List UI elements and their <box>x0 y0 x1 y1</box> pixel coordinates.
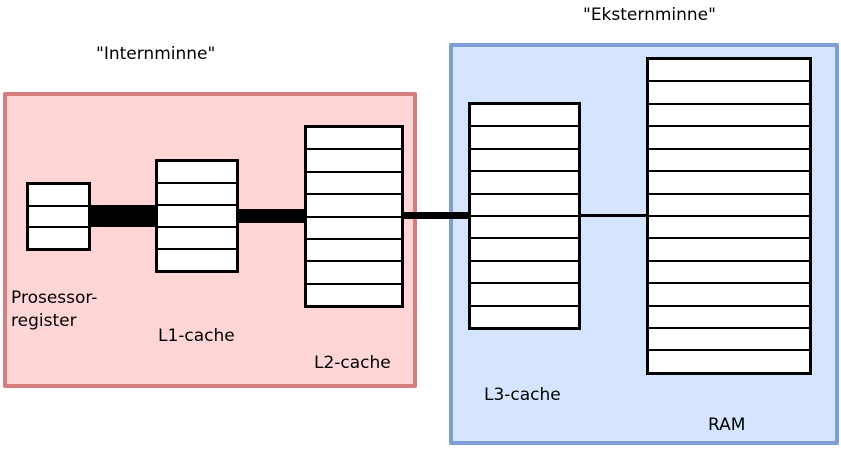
ram-label: RAM <box>708 415 746 435</box>
memory-row <box>471 215 578 238</box>
memory-row <box>649 214 809 238</box>
memory-row <box>471 304 578 328</box>
memory-row <box>649 259 809 283</box>
memory-row <box>649 102 809 126</box>
memory-row <box>307 282 401 305</box>
memory-row <box>307 128 401 149</box>
memory-row <box>471 282 578 305</box>
memory-row <box>471 259 578 283</box>
internal-memory-title: "Internminne" <box>96 44 216 64</box>
memory-row <box>29 204 88 227</box>
memory-row <box>307 170 401 194</box>
memory-row <box>649 282 809 305</box>
processor-registers-label: Prosessor- register <box>11 288 98 331</box>
l2-cache-label: L2-cache <box>314 353 391 373</box>
link-l2-l3 <box>402 212 470 219</box>
memory-row <box>307 237 401 261</box>
link-l1-l2 <box>237 209 306 223</box>
memory-row <box>307 215 401 238</box>
memory-row <box>649 327 809 350</box>
l3-cache-block <box>468 102 581 330</box>
memory-row <box>649 147 809 171</box>
memory-row <box>158 248 236 270</box>
memory-row <box>158 204 236 226</box>
memory-row <box>29 226 88 249</box>
l1-cache-label: L1-cache <box>158 326 235 346</box>
l2-cache-block <box>304 125 404 308</box>
memory-row <box>471 147 578 171</box>
memory-row <box>471 105 578 126</box>
memory-row <box>158 182 236 204</box>
memory-row <box>307 193 401 216</box>
memory-row <box>649 349 809 372</box>
processor-registers-block <box>26 182 91 251</box>
memory-row <box>649 170 809 193</box>
memory-row <box>471 125 578 148</box>
memory-row <box>649 125 809 148</box>
memory-row <box>471 192 578 216</box>
memory-row <box>649 304 809 328</box>
memory-row <box>471 170 578 193</box>
memory-row <box>649 80 809 103</box>
link-registers-l1 <box>89 205 157 227</box>
l1-cache-block <box>155 159 239 273</box>
memory-row <box>307 148 401 171</box>
memory-row <box>158 226 236 248</box>
memory-row <box>471 237 578 260</box>
memory-row <box>307 260 401 283</box>
memory-row <box>649 237 809 260</box>
external-memory-title: "Eksternminne" <box>583 5 716 25</box>
link-l3-ram <box>580 214 648 217</box>
memory-row <box>29 185 88 205</box>
memory-row <box>158 162 236 182</box>
l3-cache-label: L3-cache <box>484 385 561 405</box>
memory-row <box>649 60 809 81</box>
memory-row <box>649 192 809 215</box>
ram-block <box>646 57 812 375</box>
